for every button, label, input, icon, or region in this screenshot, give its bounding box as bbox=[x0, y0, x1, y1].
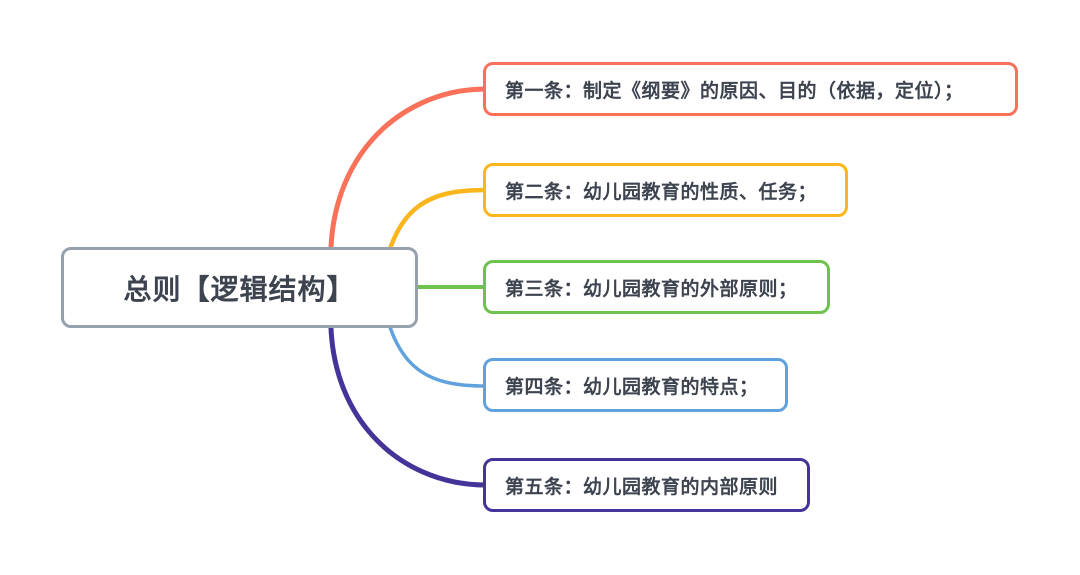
branch-node-article-3[interactable]: 第三条：幼儿园教育的外部原则； bbox=[483, 260, 830, 314]
branch-node-article-3-label: 第三条：幼儿园教育的外部原则； bbox=[505, 278, 798, 300]
branch-node-article-1[interactable]: 第一条：制定《纲要》的原因、目的（依据，定位）； bbox=[483, 62, 1018, 116]
connector-article-1 bbox=[328, 86, 489, 285]
branch-node-article-1-label: 第一条：制定《纲要》的原因、目的（依据，定位）； bbox=[505, 80, 964, 102]
root-node[interactable]: 总则【逻辑结构】 bbox=[61, 247, 418, 328]
connector-article-5 bbox=[328, 291, 489, 488]
branch-node-article-5[interactable]: 第五条：幼儿园教育的内部原则 bbox=[483, 458, 810, 512]
branch-node-article-5-label: 第五条：幼儿园教育的内部原则 bbox=[505, 476, 779, 498]
branch-node-article-2[interactable]: 第二条：幼儿园教育的性质、任务； bbox=[483, 163, 848, 217]
branch-node-article-4-label: 第四条：幼儿园教育的特点； bbox=[505, 376, 759, 398]
branch-node-article-2-label: 第二条：幼儿园教育的性质、任务； bbox=[505, 181, 818, 203]
root-node-label: 总则【逻辑结构】 bbox=[123, 273, 356, 305]
branch-node-article-4[interactable]: 第四条：幼儿园教育的特点； bbox=[483, 358, 788, 412]
